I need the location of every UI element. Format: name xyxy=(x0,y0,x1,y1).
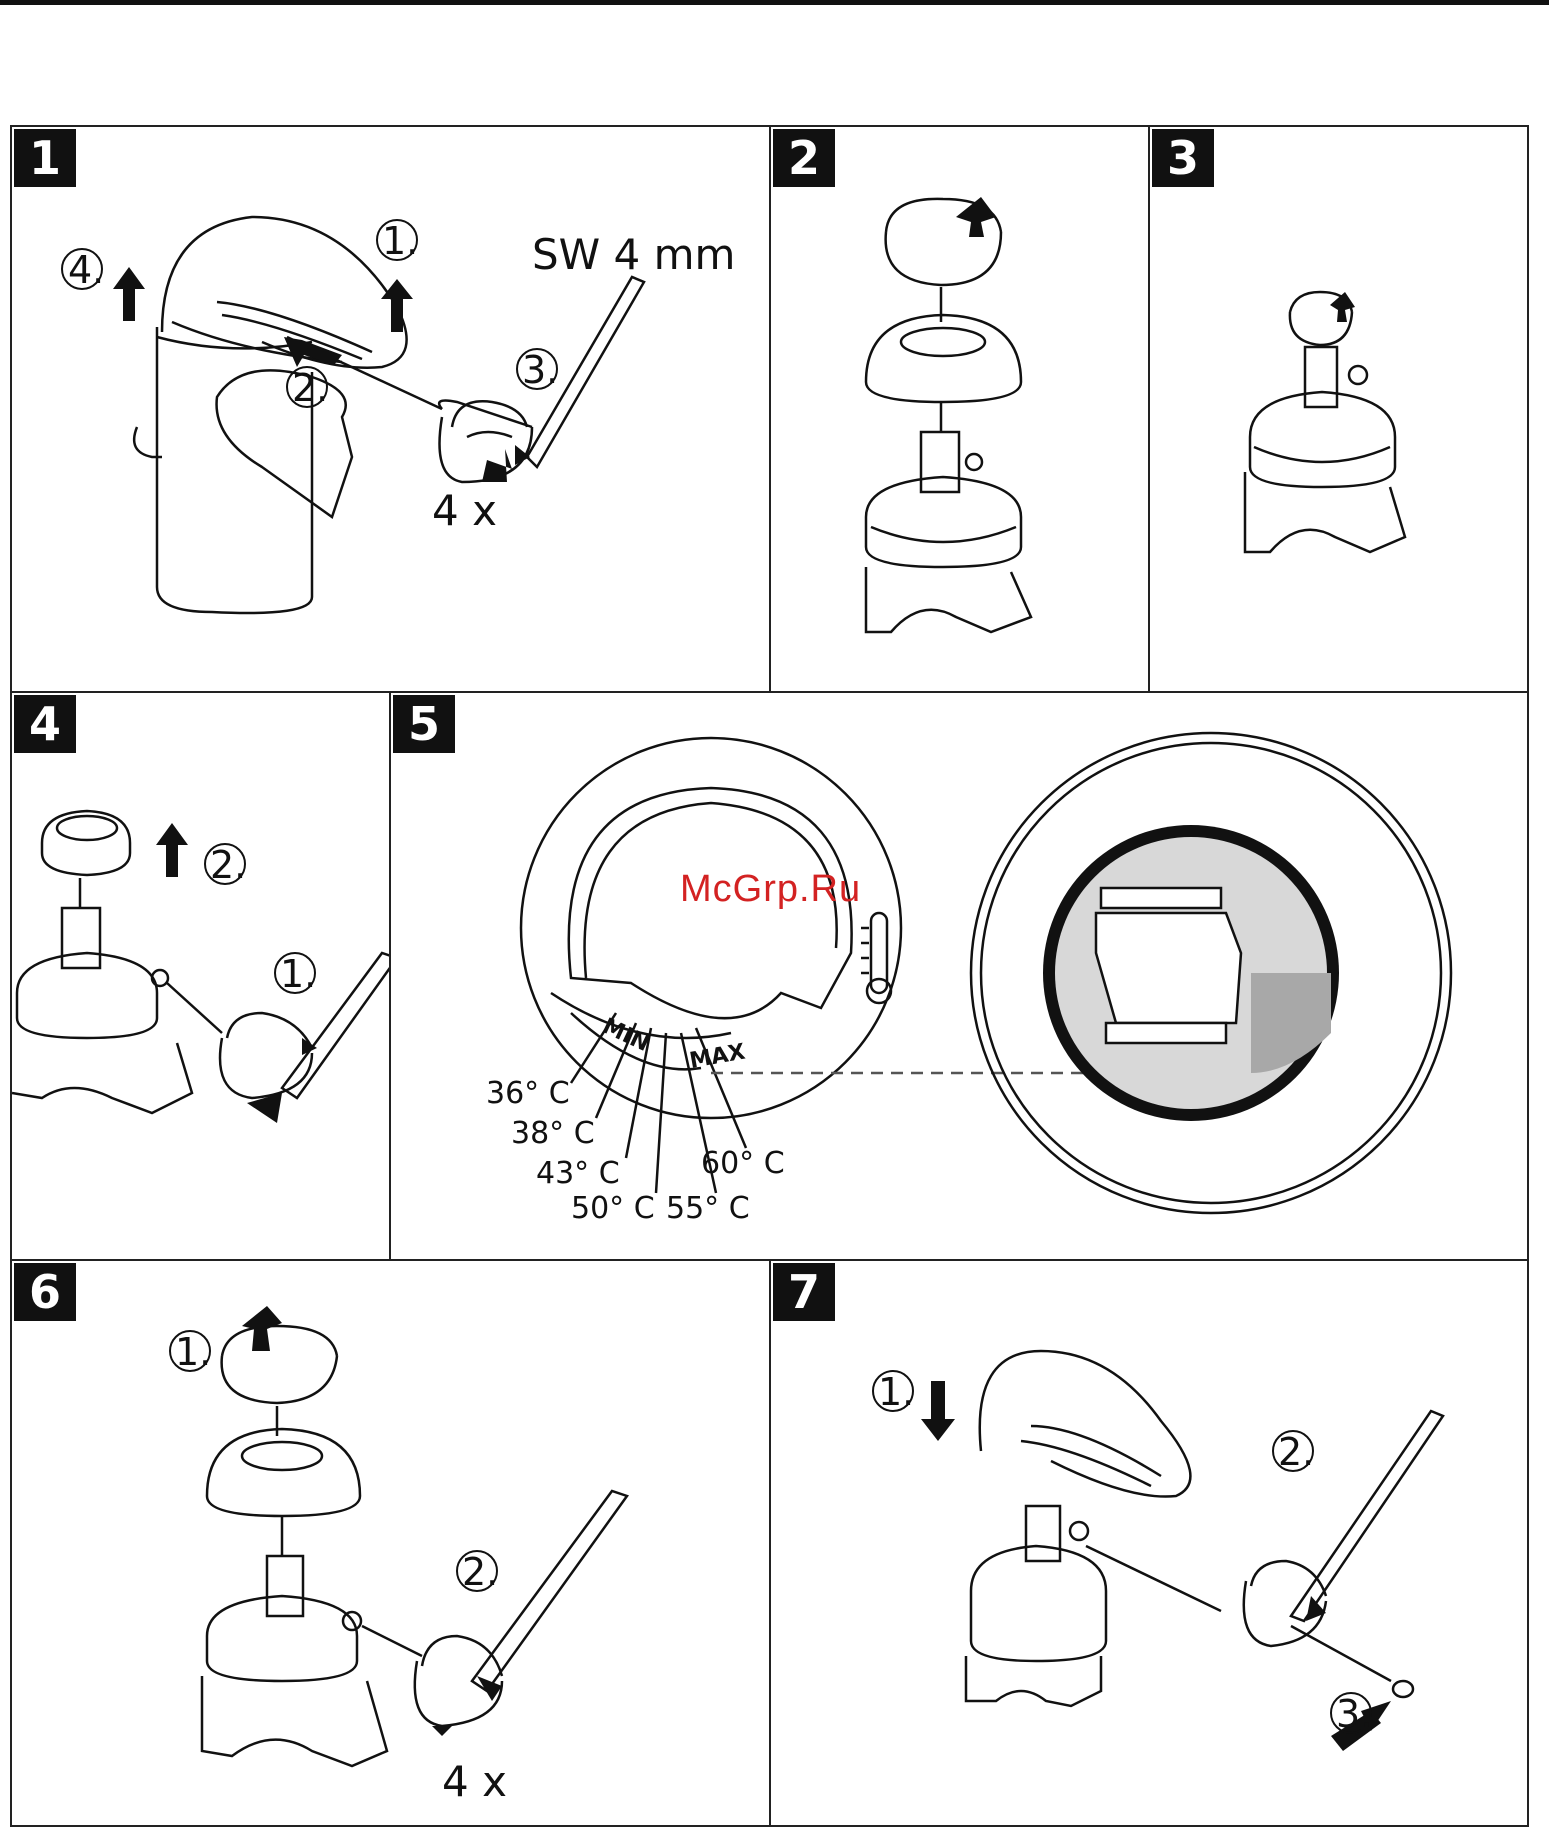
spindle-turn-illustration xyxy=(1150,127,1529,693)
temp-label-60: 60° C xyxy=(701,1146,785,1181)
temperature-stop-illustration: MIN MAX 36° C 38° C 43° C 50° C 55° C 60… xyxy=(391,693,1529,1261)
tool-size-label: SW 4 mm xyxy=(532,230,735,279)
step-label-4: 4. xyxy=(68,248,104,292)
temp-label-50: 50° C xyxy=(571,1191,655,1226)
step-panel-7: 7 1. 2. 3. xyxy=(769,1259,1529,1827)
step-label-3: 3. xyxy=(522,348,558,392)
step-label-2: 2. xyxy=(292,366,328,410)
step-label-1: 1. xyxy=(382,219,418,263)
temp-label-43: 43° C xyxy=(536,1156,620,1191)
turn-count-label: 4 x xyxy=(442,1757,507,1806)
temp-label-38: 38° C xyxy=(511,1116,595,1151)
temp-label-55: 55° C xyxy=(666,1191,750,1226)
watermark: McGrp.Ru xyxy=(680,868,861,911)
step-label-3: 3. xyxy=(1336,1692,1372,1736)
step-panel-5: 5 xyxy=(389,691,1529,1261)
reassembly-illustration: 1. 2. 4 x xyxy=(12,1261,771,1827)
step-label-1: 1. xyxy=(878,1370,914,1414)
step-panel-4: 4 2. 1. xyxy=(10,691,391,1261)
handle-reinstall-illustration: 1. 2. 3. xyxy=(771,1261,1529,1827)
step-panel-1: 1 xyxy=(10,125,771,693)
top-rule xyxy=(0,0,1549,5)
step-label-2: 2. xyxy=(210,843,246,887)
temp-label-36: 36° C xyxy=(486,1076,570,1111)
step-label-2: 2. xyxy=(462,1550,498,1594)
step-panel-2: 2 xyxy=(769,125,1150,693)
cartridge-removal-illustration: 2. 1. xyxy=(12,693,391,1261)
step-label-2: 2. xyxy=(1278,1430,1314,1474)
step-label-1: 1. xyxy=(280,952,316,996)
max-marker: MAX xyxy=(688,1040,747,1074)
step-panel-6: 6 1. 2. 4 x xyxy=(10,1259,771,1827)
step-panel-3: 3 xyxy=(1148,125,1529,693)
turn-count-label: 4 x xyxy=(432,486,497,535)
faucet-handle-removal-illustration: 4. 1. 2. 3. SW 4 mm 4 x xyxy=(12,127,771,693)
cap-removal-illustration xyxy=(771,127,1150,693)
step-label-1: 1. xyxy=(175,1330,211,1374)
